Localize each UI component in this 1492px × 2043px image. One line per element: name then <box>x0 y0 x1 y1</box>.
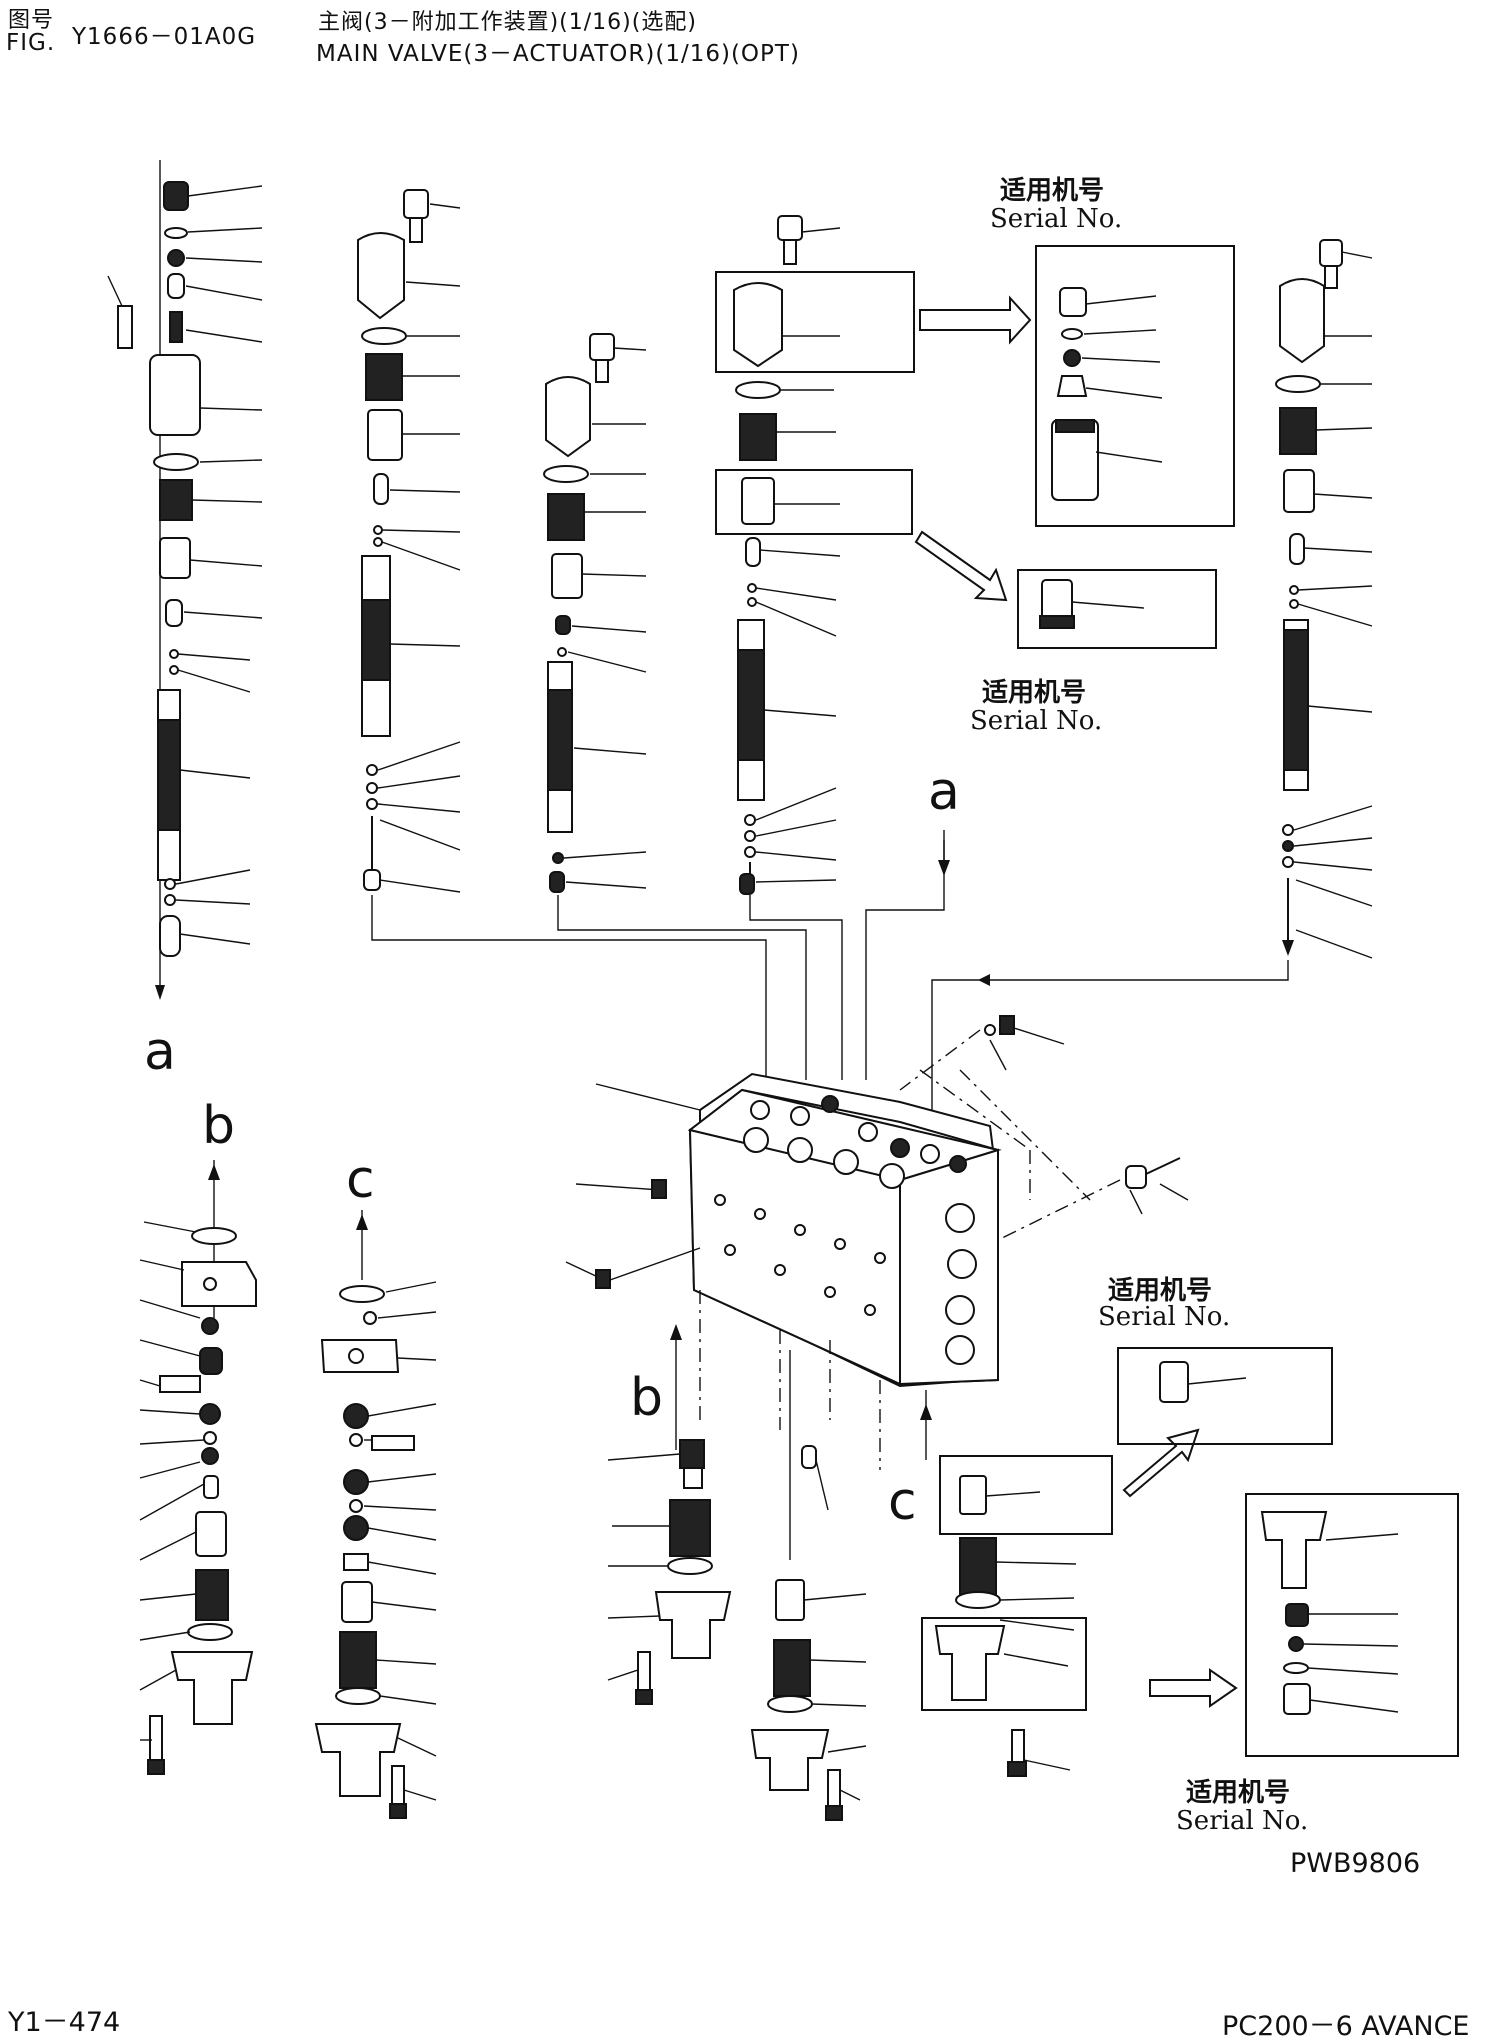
serial-note-1-en: Serial No. <box>990 204 1123 234</box>
serial-note-1-cn: 适用机号 <box>1000 176 1105 206</box>
serial-box-bottom-right <box>1245 1493 1459 1757</box>
serial-part-box-1 <box>919 245 1235 527</box>
bottom-assemblies <box>607 1290 1459 1821</box>
serial-note-4-en: Serial No. <box>1176 1806 1309 1836</box>
bottom-left-assembly-b <box>139 1160 257 1775</box>
assembly-lines <box>371 830 1289 1130</box>
spool-stack-5 <box>1275 239 1373 959</box>
ref-b-left: b <box>202 1096 236 1156</box>
fig-label-en: FIG. <box>6 30 56 56</box>
spool-stack-4 <box>715 215 915 895</box>
ref-a-top: a <box>928 762 960 822</box>
serial-note-2-en: Serial No. <box>970 706 1103 736</box>
serial-box-bottom-left <box>939 1455 1113 1535</box>
serial-box-right <box>1117 1347 1333 1445</box>
fig-label-cn: 图号 <box>8 8 55 33</box>
main-valve-body <box>565 1015 1189 1388</box>
spool-stack-2 <box>357 189 461 893</box>
bottom-left-assembly-c <box>314 1210 437 1819</box>
ref-c-left: c <box>346 1150 375 1210</box>
serial-note-3-en: Serial No. <box>1098 1302 1231 1332</box>
spool-stack-3 <box>543 333 647 893</box>
ref-c-bottom: c <box>888 1472 917 1532</box>
machine-model: PC200－6 AVANCE <box>1222 2011 1470 2042</box>
page-number: Y1－474 <box>8 2007 121 2038</box>
serial-box-top <box>715 271 915 373</box>
serial-part-box-2 <box>914 530 1217 649</box>
serial-box-mid <box>715 469 913 535</box>
serial-note-3-cn: 适用机号 <box>1108 1276 1213 1306</box>
fig-code: Y1666－01A0G <box>72 24 257 50</box>
drawing-code: PWB9806 <box>1290 1848 1421 1879</box>
ref-a-left: a <box>144 1022 176 1082</box>
title-en: MAIN VALVE(3－ACTUATOR)(1/16)(OPT) <box>316 41 800 67</box>
serial-box-bottom-mid <box>921 1617 1087 1711</box>
serial-note-4-cn: 适用机号 <box>1186 1778 1291 1808</box>
ref-b-bottom: b <box>630 1368 664 1428</box>
serial-note-2-cn: 适用机号 <box>982 678 1087 708</box>
spool-stack-1 <box>107 160 263 1000</box>
title-cn: 主阀(3－附加工作装置)(1/16)(选配) <box>318 10 697 35</box>
